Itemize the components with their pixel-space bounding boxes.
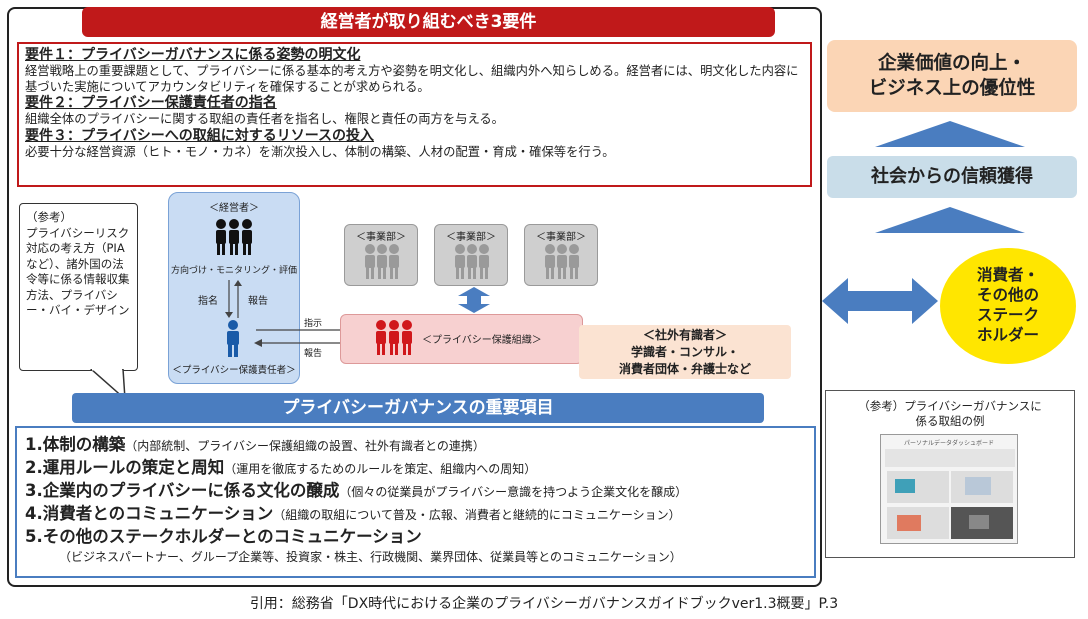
governance-item-3: 3.企業内のプライバシーに係る文化の醸成（個々の従業員がプライバシー意識を持つよ… [25, 481, 688, 500]
thumbnail-title: パーソナルデータダッシュボード [903, 440, 994, 447]
requirements-box: 要件１：プライバシーガバナンスに係る姿勢の明文化 経営戦略上の重要課題として、プ… [17, 42, 812, 187]
governance-item-5-sub: （ビジネスパートナー、グループ企業等、投資家・株主、行政機関、業界団体、従業員等… [59, 550, 682, 564]
bubble-tail [89, 369, 126, 401]
governance-title: プライバシーガバナンスの重要項目 [72, 393, 764, 423]
executive-role: 方向づけ・モニタリング・評価 [170, 266, 297, 276]
divisions-privacy-double-arrow [458, 287, 490, 313]
ref-line-1: （参考）プライバシーガバナンスに [858, 399, 1042, 413]
division-people-icons [365, 244, 579, 279]
governance-item-4: 4.消費者とのコミュニケーション（組織の取組について普及・広報、消費者と継続的に… [25, 504, 681, 523]
experts-line-2: 消費者団体・弁護士など [618, 362, 751, 376]
experts-line-1: 学識者・コンサル・ [630, 345, 739, 359]
governance-box: 1.体制の構築（内部統制、プライバシー保護組織の設置、社外有識者との連携） 2.… [15, 426, 816, 578]
executive-label: ＜経営者＞ [209, 203, 259, 214]
stake-line-1: 消費者・ [976, 266, 1039, 284]
main-title: 経営者が取り組むべき3要件 [82, 7, 775, 37]
governance-item-2: 2.運用ルールの策定と周知（運用を徹底するためのルールを策定、組織内への周知） [25, 458, 537, 477]
external-experts-box: ＜社外有識者＞ 学識者・コンサル・ 消費者団体・弁護士など [579, 325, 791, 379]
instruct-label: 指示 [304, 319, 323, 329]
executives-icon [216, 219, 252, 255]
privacy-org-label: ＜プライバシー保護組織＞ [422, 335, 542, 346]
division-label-1: ＜事業部＞ [356, 232, 406, 243]
exec-officer-arrows [225, 280, 242, 318]
corporate-value-box: 企業価値の向上・ ビジネス上の優位性 [827, 40, 1077, 112]
officer-icon [227, 320, 239, 357]
thumbnail-image-icon [885, 449, 1015, 539]
social-trust-box: 社会からの信頼獲得 [827, 156, 1077, 198]
requirement-3-heading: 要件３：プライバシーへの取組に対するリソースの投入 [25, 127, 375, 144]
officer-label: ＜プライバシー保護責任者＞ [172, 365, 296, 376]
reference-bubble-text: （参考） プライバシーリスク対応の考え方（PIAなど）、諸外国の法令等に係る情報… [26, 210, 130, 317]
requirement-1-text: 経営戦略上の重要課題として、プライバシーに係る基本的考え方や姿勢を明文化し、組織… [25, 64, 799, 94]
report-up-label: 報告 [248, 296, 268, 307]
stake-line-4: ホルダー [976, 326, 1039, 344]
stake-line-3: ステーク [976, 306, 1039, 324]
privacy-org-people-icon [376, 320, 412, 355]
experts-title: ＜社外有識者＞ [642, 328, 727, 342]
division-label-2: ＜事業部＞ [446, 232, 496, 243]
requirement-3-text: 必要十分な経営資源（ヒト・モノ・カネ）を漸次投入し、体制の構築、人材の配置・育成… [25, 144, 615, 159]
value-line-2: ビジネス上の優位性 [868, 78, 1036, 99]
governance-item-1: 1.体制の構築（内部統制、プライバシー保護組織の設置、社外有識者との連携） [25, 435, 485, 454]
citation-caption: 引用：総務省「DX時代における企業のプライバシーガバナンスガイドブックver1.… [249, 596, 839, 612]
up-arrow-to-trust [875, 207, 1025, 233]
report-label: 報告 [304, 349, 323, 359]
up-arrow-to-value [875, 121, 1025, 147]
requirement-2-heading: 要件２：プライバシー保護責任者の指名 [25, 95, 277, 111]
requirement-1-heading: 要件１：プライバシーガバナンスに係る姿勢の明文化 [25, 47, 361, 63]
stake-line-2: その他の [976, 286, 1039, 304]
governance-item-5: 5.その他のステークホルダーとのコミュニケーション [25, 527, 422, 546]
stakeholder-double-arrow [822, 278, 938, 324]
reference-bubble: （参考） プライバシーリスク対応の考え方（PIAなど）、諸外国の法令等に係る情報… [19, 203, 138, 371]
designate-label: 指名 [198, 296, 218, 307]
requirement-2-text: 組織全体のプライバシーに関する取組の責任者を指名し、権限と責任の両方を与える。 [25, 112, 504, 126]
stakeholders-circle: 消費者・ その他の ステーク ホルダー [940, 248, 1076, 364]
division-label-3: ＜事業部＞ [536, 232, 586, 243]
dashboard-thumbnail: パーソナルデータダッシュボード [880, 434, 1018, 544]
value-line-1: 企業価値の向上・ [877, 53, 1026, 74]
ref-line-2: 係る取組の例 [915, 414, 985, 428]
